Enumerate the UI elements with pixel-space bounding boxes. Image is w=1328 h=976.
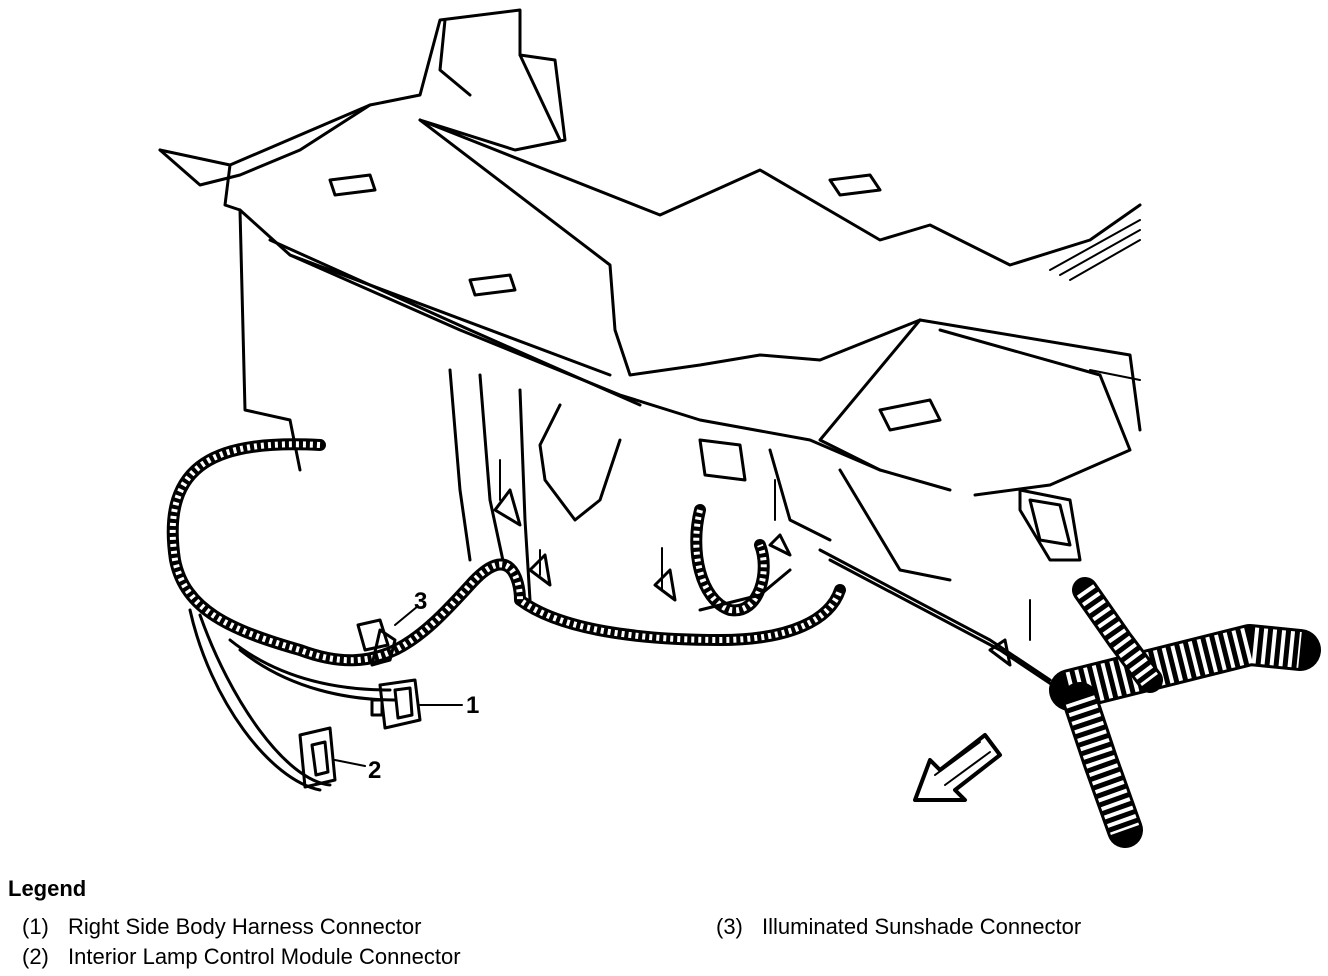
callout-number-1: 1 [466, 692, 479, 719]
legend-item-label: Right Side Body Harness Connector [68, 914, 422, 939]
callout-number-3: 3 [414, 588, 427, 615]
callout-number-2: 2 [368, 757, 381, 784]
instrument-panel-body [158, 8, 1142, 602]
wiring-diagram-drawing: 1 2 3 [158, 8, 1321, 848]
legend-item-1: (1) Right Side Body Harness Connector [22, 914, 421, 940]
forward-direction-arrow [913, 733, 1002, 802]
legend-item-2: (2) Interior Lamp Control Module Connecto… [22, 944, 461, 970]
legend-title: Legend [8, 876, 87, 901]
legend-item-3: (3) Illuminated Sunshade Connector [716, 914, 1081, 940]
conduit [1049, 577, 1321, 848]
legend-item-label: Interior Lamp Control Module Connector [68, 944, 461, 969]
legend-item-label: Illuminated Sunshade Connector [762, 914, 1082, 939]
legend-item-number: (1) [22, 914, 49, 939]
legend-item-number: (2) [22, 944, 49, 969]
harness-clips [493, 459, 1031, 667]
body-harness-connector-1 [370, 678, 463, 730]
body-harness [166, 438, 1062, 792]
wiring-diagram-figure: 1 2 3 [158, 8, 1321, 848]
lamp-module-connector-2 [298, 726, 366, 789]
legend: Legend (1) Right Side Body Harness Connec… [8, 876, 1308, 972]
sunshade-connector-3 [356, 605, 419, 667]
legend-item-number: (3) [716, 914, 743, 939]
